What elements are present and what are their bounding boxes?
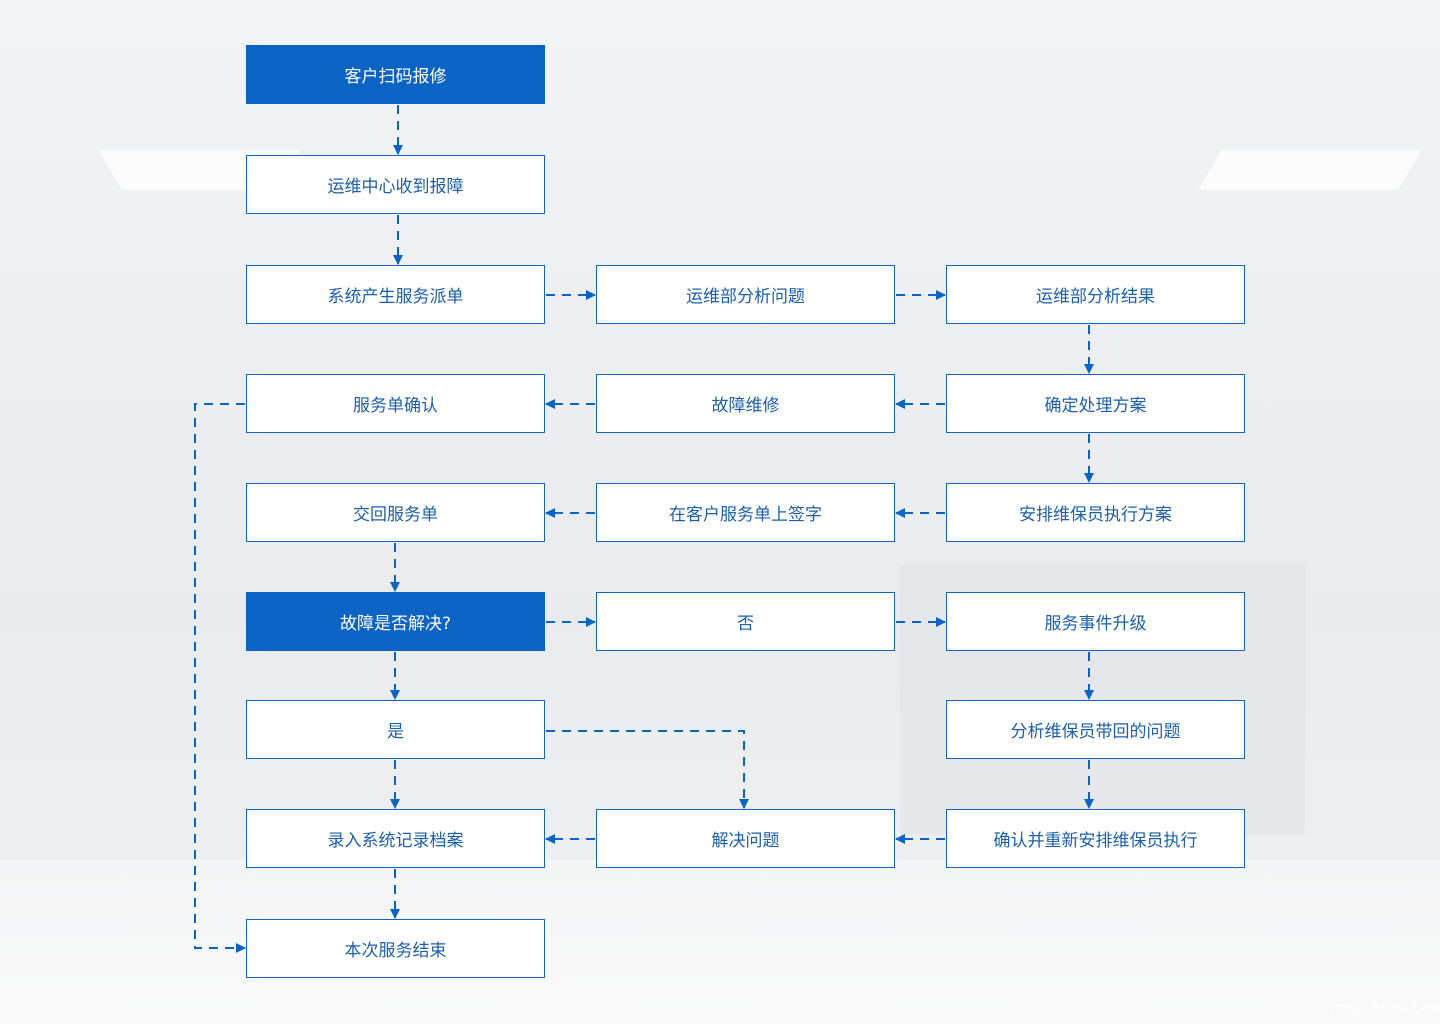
step-return-order: 交回服务单 xyxy=(246,483,545,542)
step-decide-plan: 确定处理方案 xyxy=(946,374,1245,433)
branch-no: 否 xyxy=(596,592,895,651)
step-solve: 解决问题 xyxy=(596,809,895,868)
step-end: 本次服务结束 xyxy=(246,919,545,978)
branch-yes: 是 xyxy=(246,700,545,759)
watermark: yms-china.com xyxy=(1328,1000,1438,1016)
step-order-confirm: 服务单确认 xyxy=(246,374,545,433)
step-confirm-rearrange: 确认并重新安排维保员执行 xyxy=(946,809,1245,868)
step-analyze-result: 运维部分析结果 xyxy=(946,265,1245,324)
step-repair: 故障维修 xyxy=(596,374,895,433)
step-analyze-returned: 分析维保员带回的问题 xyxy=(946,700,1245,759)
step-escalate: 服务事件升级 xyxy=(946,592,1245,651)
step-ops-received: 运维中心收到报障 xyxy=(246,155,545,214)
step-arrange-exec: 安排维保员执行方案 xyxy=(946,483,1245,542)
step-customer-sign: 在客户服务单上签字 xyxy=(596,483,895,542)
step-analyze-issue: 运维部分析问题 xyxy=(596,265,895,324)
step-record-archive: 录入系统记录档案 xyxy=(246,809,545,868)
decision-resolved: 故障是否解决? xyxy=(246,592,545,651)
step-create-order: 系统产生服务派单 xyxy=(246,265,545,324)
step-scan-report: 客户扫码报修 xyxy=(246,45,545,104)
